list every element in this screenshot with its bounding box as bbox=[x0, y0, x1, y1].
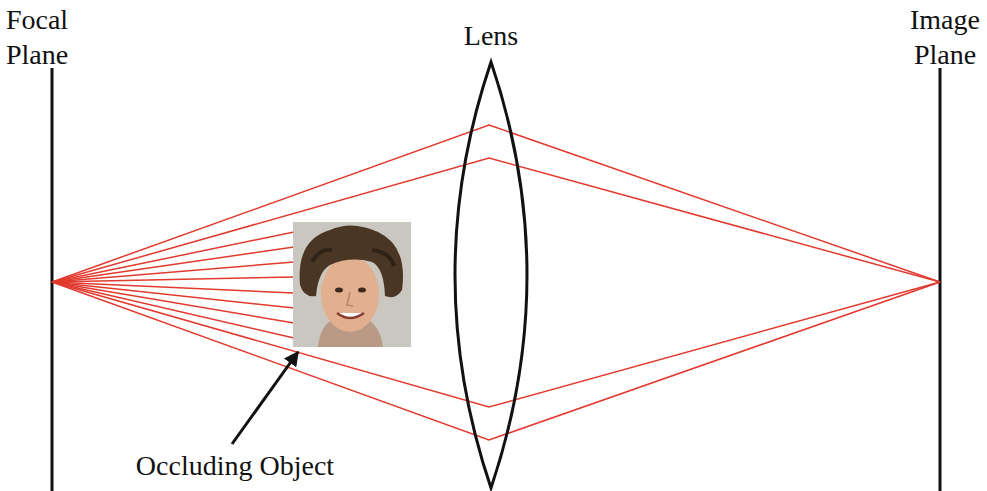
focal-plane-line bbox=[51, 68, 54, 491]
object-label: Occluding Object bbox=[95, 448, 375, 483]
light-rays bbox=[52, 125, 940, 440]
lens-label: Lens bbox=[441, 18, 541, 53]
plane-label: Image Plane bbox=[906, 2, 984, 72]
face-picture bbox=[293, 222, 411, 347]
lens-outline bbox=[455, 62, 527, 488]
leader-arrow bbox=[232, 352, 298, 444]
plane-label: Focal Plane bbox=[0, 2, 74, 72]
image-plane-line bbox=[939, 68, 942, 491]
